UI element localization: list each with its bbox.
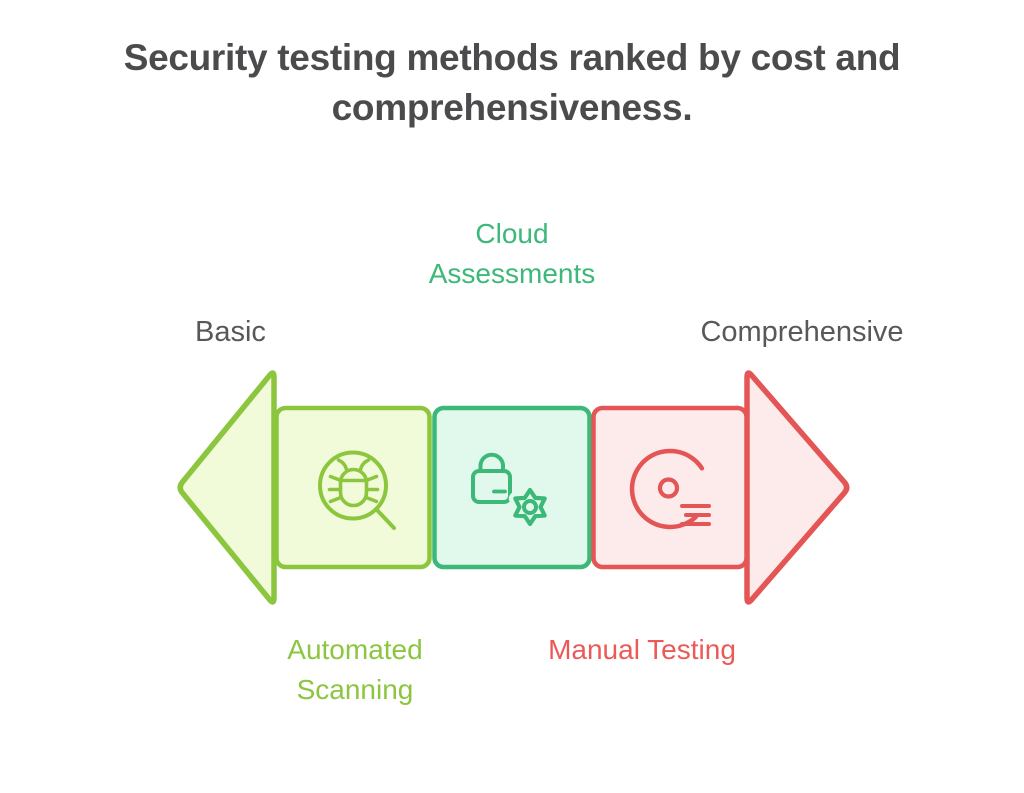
disc-speed-lines-icon bbox=[629, 448, 711, 530]
stage-box-manual-testing bbox=[591, 405, 749, 570]
stage-label-cloud-assessments: Cloud Assessments bbox=[428, 218, 596, 289]
stage-label-automated-scanning: Automated Scanning bbox=[287, 634, 423, 705]
diagram-title: Security testing methods ranked by cost … bbox=[123, 37, 901, 128]
axis-label-comprehensive: Comprehensive bbox=[700, 316, 904, 348]
stage-box-automated-scanning bbox=[274, 405, 432, 570]
right-arrowhead bbox=[744, 370, 850, 605]
left-arrowhead bbox=[177, 370, 277, 605]
lock-gear-icon bbox=[471, 452, 552, 531]
bug-magnifier-icon bbox=[318, 450, 396, 530]
stage-label-manual-testing: Manual Testing bbox=[548, 634, 736, 665]
axis-label-basic: Basic bbox=[195, 316, 266, 348]
